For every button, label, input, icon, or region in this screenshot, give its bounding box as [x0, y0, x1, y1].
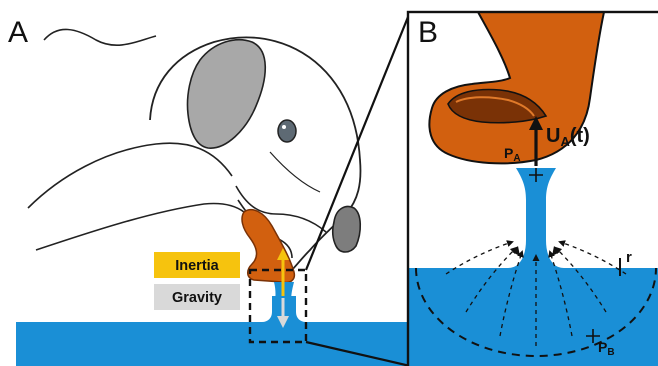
dog-eye [278, 120, 296, 142]
panel-a-letter: A [8, 16, 28, 49]
dog-back-line [44, 29, 156, 45]
legend-gravity-label: Gravity [172, 290, 222, 306]
dog-nose [333, 207, 361, 252]
legend-inertia-label: Inertia [175, 258, 219, 274]
dog-eye-highlight [282, 125, 286, 129]
panel-a: A In [8, 16, 410, 366]
radius-label: r [626, 249, 632, 266]
dog-neck-line-lower [36, 203, 244, 250]
panel-b-letter: B [418, 16, 438, 49]
panel-b: r UA(t) PA PB [408, 12, 658, 366]
